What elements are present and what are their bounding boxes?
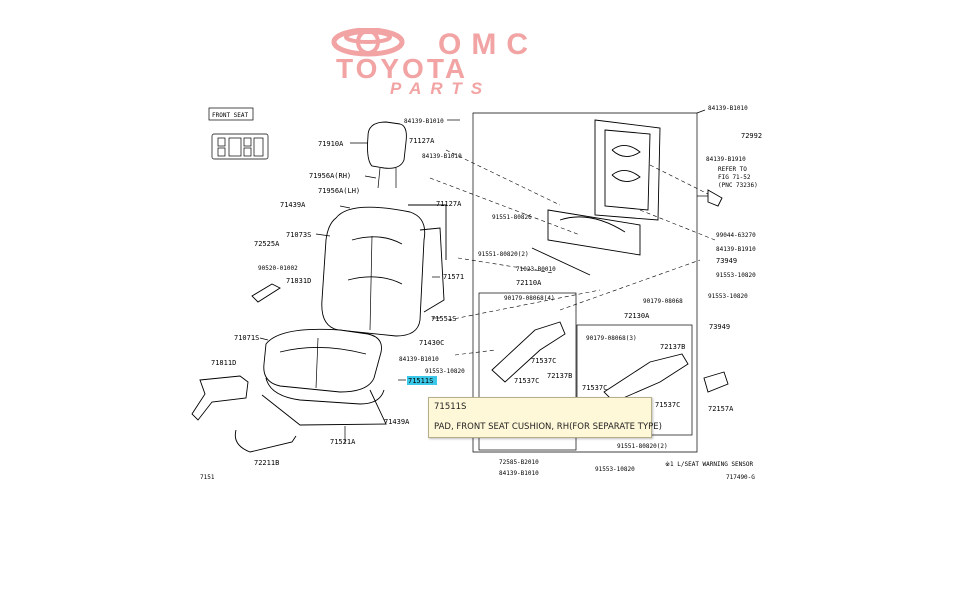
- refer-note-line2: FIG 71-52: [718, 174, 751, 181]
- title-box-label: FRONT SEAT: [212, 112, 249, 119]
- part-label: 91553-10820: [716, 272, 756, 279]
- part-label: 71956A(RH): [309, 172, 351, 180]
- seat-back: [321, 204, 447, 337]
- part-label: 72137B: [547, 372, 572, 380]
- part-label: 72992: [741, 132, 762, 140]
- part-labels: 84139-B1010 84139-B1010 72992 71910A 711…: [211, 105, 762, 477]
- part-label: 71910A: [318, 140, 344, 148]
- part-label: 90520-01002: [258, 265, 298, 272]
- headrest: [367, 121, 407, 189]
- rail-right: [603, 353, 689, 403]
- part-label: 71521A: [330, 438, 356, 446]
- part-label: 84139-B1910: [716, 246, 756, 253]
- part-label: 71023-B0010: [516, 266, 556, 273]
- part-label: 71073S: [286, 231, 311, 239]
- part-label: 91551-80820(2): [617, 443, 668, 450]
- part-label: 73949: [709, 323, 730, 331]
- seat-frame: [531, 119, 661, 276]
- part-label: 91553-10820: [425, 368, 465, 375]
- clip: [707, 189, 723, 207]
- part-label: 84139-B1010: [422, 153, 462, 160]
- part-label: 84139-B1010: [499, 470, 539, 477]
- part-label: 71430C: [419, 339, 444, 347]
- title-box: [208, 107, 254, 121]
- footer-right: 717490-G: [726, 474, 755, 481]
- sensor: [703, 371, 729, 393]
- highlight-bg: [407, 376, 437, 385]
- part-label: 71537C: [514, 377, 539, 385]
- rail-box-left: [478, 292, 577, 451]
- logo-line1: OMC: [438, 28, 538, 61]
- part-label: 71537C: [582, 384, 607, 392]
- part-label: 72525A: [254, 240, 280, 248]
- part-label: 90179-08068: [643, 298, 683, 305]
- part-label: 71571: [443, 273, 464, 281]
- part-label: 99044-63270: [716, 232, 756, 239]
- part-label: 84139-B1010: [708, 105, 748, 112]
- part-label: 71831D: [286, 277, 311, 285]
- part-label: 90179-08068(3): [586, 335, 637, 342]
- part-label: 71811D: [211, 359, 236, 367]
- part-label: 72137B: [660, 343, 685, 351]
- wire: [234, 429, 297, 453]
- part-label: 73949: [716, 257, 737, 265]
- footer-left: 7151: [200, 474, 215, 481]
- tooltip-part-number: 71511S: [434, 402, 467, 412]
- part-label: 71439A: [384, 418, 410, 426]
- toyota-emblem-icon: [331, 28, 405, 57]
- part-label: 72157A: [708, 405, 734, 413]
- rail-left: [491, 321, 566, 383]
- lever: [251, 283, 281, 303]
- part-label: 71127A: [409, 137, 435, 145]
- part-label: 71127A: [436, 200, 462, 208]
- part-label: 72585-B2010: [499, 459, 539, 466]
- seat-cushion: [261, 328, 387, 426]
- part-tooltip: 71511S PAD, FRONT SEAT CUSHION, RH(FOR S…: [428, 397, 662, 438]
- side-panel: [191, 375, 249, 421]
- part-label: 71956A(LH): [318, 187, 360, 195]
- refer-note-line1: REFER TO: [718, 166, 747, 173]
- omc-toyota-parts-logo: OMC TOYOTA PARTS: [331, 28, 538, 98]
- part-label: 71439A: [280, 201, 306, 209]
- part-label: 71551S: [431, 315, 456, 323]
- refer-note-line3: (PNC 73236): [718, 182, 758, 189]
- part-label: 91553-10820: [708, 293, 748, 300]
- logo-line3: PARTS: [390, 79, 491, 98]
- logo-line2: TOYOTA: [336, 53, 468, 84]
- part-label: 71071S: [234, 334, 259, 342]
- part-label: 72130A: [624, 312, 650, 320]
- part-label: 84139-B1010: [399, 356, 439, 363]
- part-label: 71537C: [531, 357, 556, 365]
- highlighted-part-71511s[interactable]: 71511S: [408, 377, 433, 385]
- tooltip-description: PAD, FRONT SEAT CUSHION, RH(FOR SEPARATE…: [434, 422, 662, 432]
- footnote: ※1 L/SEAT WARNING SENSOR: [665, 461, 753, 468]
- frame-box: [472, 112, 698, 453]
- part-label: 91553-10820: [595, 466, 635, 473]
- part-label: 72110A: [516, 279, 542, 287]
- part-label: 71537C: [655, 401, 680, 409]
- part-label: 91551-80820(2): [478, 251, 529, 258]
- part-label: 84139-B1910: [706, 156, 746, 163]
- part-label: 72211B: [254, 459, 279, 467]
- part-label: 91551-80826: [492, 214, 532, 221]
- part-label: 90179-08068(4): [504, 295, 555, 302]
- part-label: 84139-B1010: [404, 118, 444, 125]
- seat-position-icon: [211, 133, 269, 160]
